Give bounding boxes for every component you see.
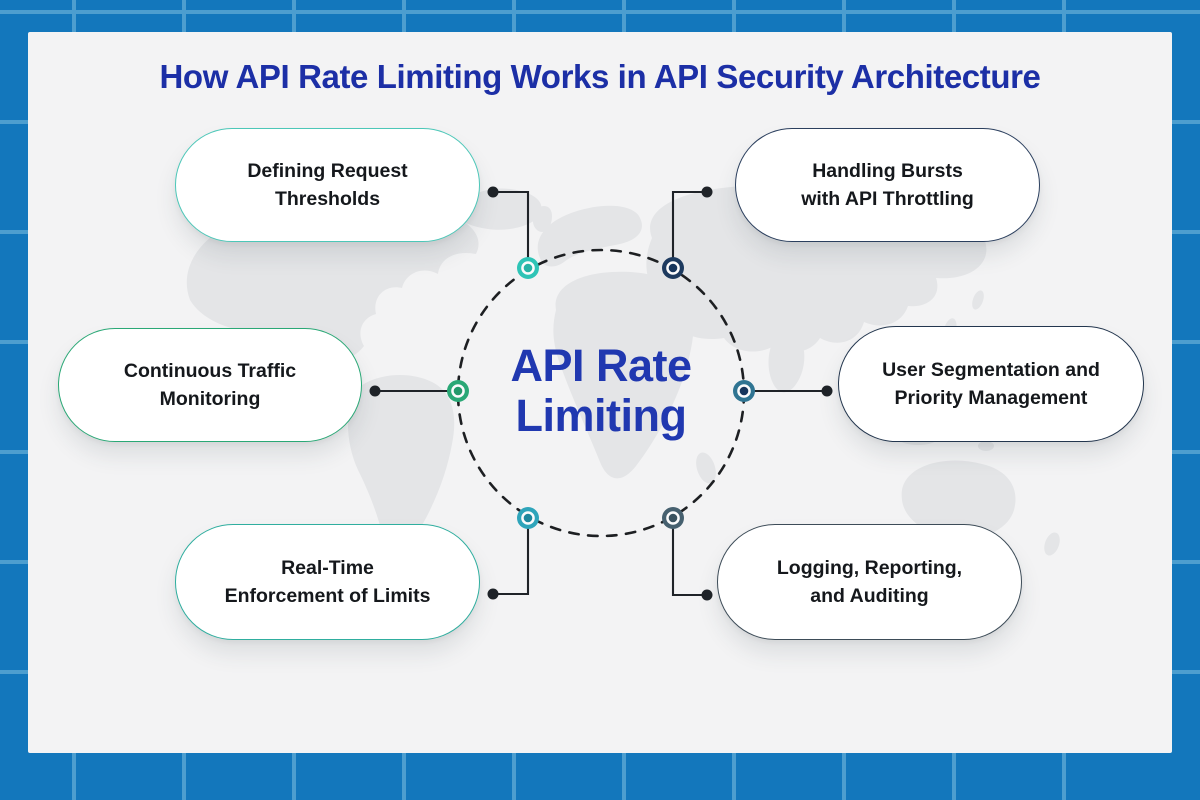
node-label-line: User Segmentation and bbox=[882, 358, 1100, 381]
endpoint-dot-4 bbox=[821, 385, 833, 397]
node-handling-bursts-throttling: Handling Bursts with API Throttling bbox=[735, 128, 1040, 242]
node-continuous-traffic-monitoring: Continuous Traffic Monitoring bbox=[58, 328, 362, 442]
connector-line-1 bbox=[493, 190, 530, 268]
node-label-line: Logging, Reporting, bbox=[776, 556, 963, 579]
circle-node-dot-5 bbox=[517, 507, 539, 529]
node-user-segmentation-priority: User Segmentation and Priority Managemen… bbox=[838, 326, 1144, 442]
connector-line-2 bbox=[671, 190, 707, 268]
center-label: API Rate Limiting bbox=[421, 340, 781, 442]
node-label-line: Real-Time bbox=[281, 556, 374, 579]
center-label-line1: API Rate bbox=[510, 340, 692, 391]
endpoint-dot-2 bbox=[701, 186, 713, 198]
center-label-line2: Limiting bbox=[515, 390, 687, 442]
node-label-line: Continuous Traffic bbox=[123, 359, 297, 382]
connector-lines bbox=[375, 190, 827, 597]
node-label-line: Priority Management bbox=[894, 387, 1088, 409]
connector-line-5 bbox=[493, 518, 530, 596]
node-label-line: and Auditing bbox=[810, 585, 929, 607]
circle-node-dot-2 bbox=[662, 257, 684, 279]
circle-node-dot-1 bbox=[517, 257, 539, 279]
circle-node-dot-6 bbox=[662, 507, 684, 529]
node-label-line: Enforcement of Limits bbox=[224, 585, 431, 607]
endpoint-dots bbox=[369, 186, 833, 601]
page-title: How API Rate Limiting Works in API Secur… bbox=[159, 58, 1041, 95]
node-label-line: Thresholds bbox=[274, 188, 381, 210]
endpoint-dot-5 bbox=[487, 588, 499, 600]
endpoint-dot-1 bbox=[487, 186, 499, 198]
node-label-line: Handling Bursts bbox=[812, 159, 963, 182]
endpoint-dot-3 bbox=[369, 385, 381, 397]
connector-line-6 bbox=[671, 518, 707, 597]
circle-node-dot-4 bbox=[733, 380, 755, 402]
node-label-line: Monitoring bbox=[159, 388, 261, 410]
node-defining-request-thresholds: Defining Request Thresholds bbox=[175, 128, 480, 242]
node-logging-reporting-auditing: Logging, Reporting, and Auditing bbox=[717, 524, 1022, 640]
node-label-line: Defining Request bbox=[247, 159, 408, 182]
node-real-time-enforcement: Real-Time Enforcement of Limits bbox=[175, 524, 480, 640]
endpoint-dot-6 bbox=[701, 589, 713, 601]
circle-node-dot-3 bbox=[447, 380, 469, 402]
node-label-line: with API Throttling bbox=[801, 188, 974, 210]
